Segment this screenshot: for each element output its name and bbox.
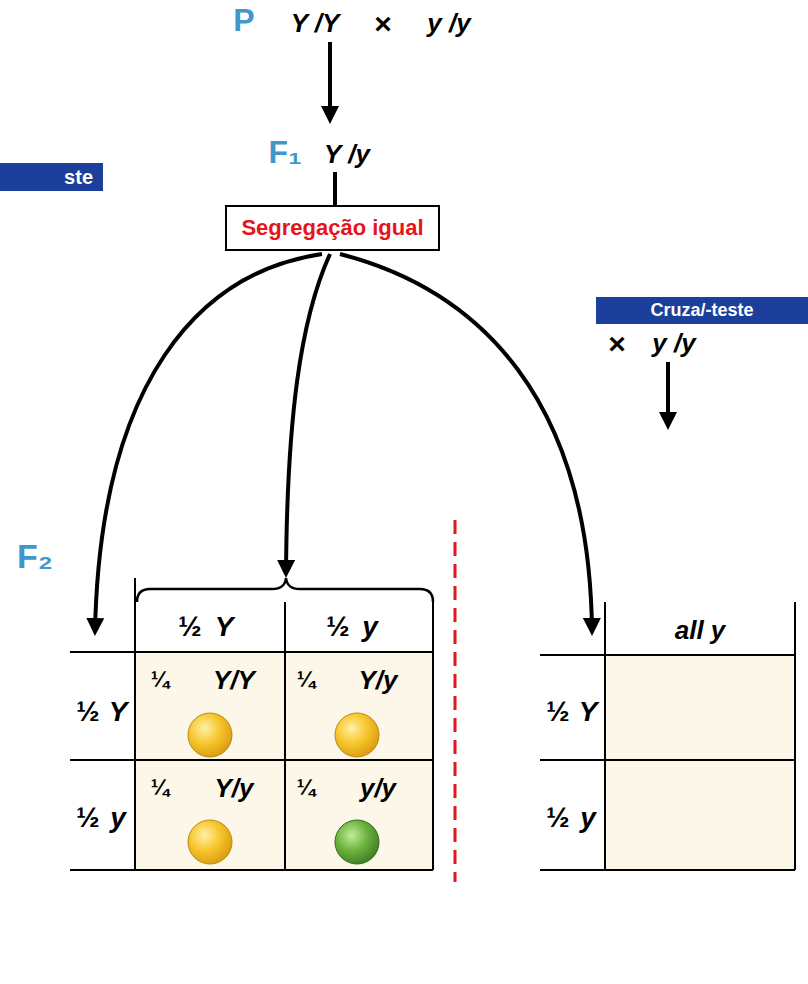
gamete-fraction: ½ [178,612,201,643]
gamete-allele: Y [579,697,598,728]
cell-ground [605,655,795,870]
box-text: Cruza/-teste [650,301,753,321]
gamete-fraction: ½ [546,697,569,728]
genotype: y /y [652,329,695,358]
genotype: y /y [427,9,470,38]
process-box: Segregação igual [225,205,440,251]
brace [137,578,433,602]
table-grid [70,578,433,870]
cell-genotype: Y/Y [213,666,255,695]
green-pea [335,820,379,864]
arrow [666,362,670,426]
gamete-fraction: ½ [546,803,569,834]
yellow-pea [188,713,232,757]
box-text: ste [64,166,93,188]
yellow-pea [188,820,232,864]
yellow-pea [335,713,379,757]
table-grid [540,602,795,870]
cross-sign: × [608,327,626,360]
gamete-header: all y [675,616,726,645]
genotype: Y /y [324,140,370,169]
gamete-allele: Y [109,697,128,728]
arrow [286,254,330,574]
cell-fraction: ¼ [151,668,169,692]
generation-label: F₁ [269,135,302,170]
gamete-allele: Y [215,612,234,643]
gamete-allele: y [362,612,378,643]
genotype: Y /Y [291,9,340,38]
arrow [95,254,322,632]
tag-box: Cruza/-teste [596,297,808,324]
gamete-allele: y [110,803,126,834]
cell-genotype: Y/y [214,774,253,803]
tag-box: ste [0,163,103,191]
cell-genotype: Y/y [358,666,397,695]
cross-sign: × [374,7,392,40]
line [333,172,337,205]
generation-label: P [233,3,254,38]
gamete-allele: y [580,803,596,834]
arrow [328,42,332,120]
cell-fraction: ¼ [297,776,315,800]
cell-fraction: ¼ [297,668,315,692]
generation-label: F₂ [17,538,53,575]
arrow [340,254,592,632]
gamete-fraction: ½ [326,612,349,643]
gamete-fraction: ½ [76,803,99,834]
divider [454,520,457,882]
gamete-fraction: ½ [76,697,99,728]
cell-fraction: ¼ [151,776,169,800]
cell-genotype: y/y [360,774,396,803]
box-text: Segregação igual [241,216,423,240]
